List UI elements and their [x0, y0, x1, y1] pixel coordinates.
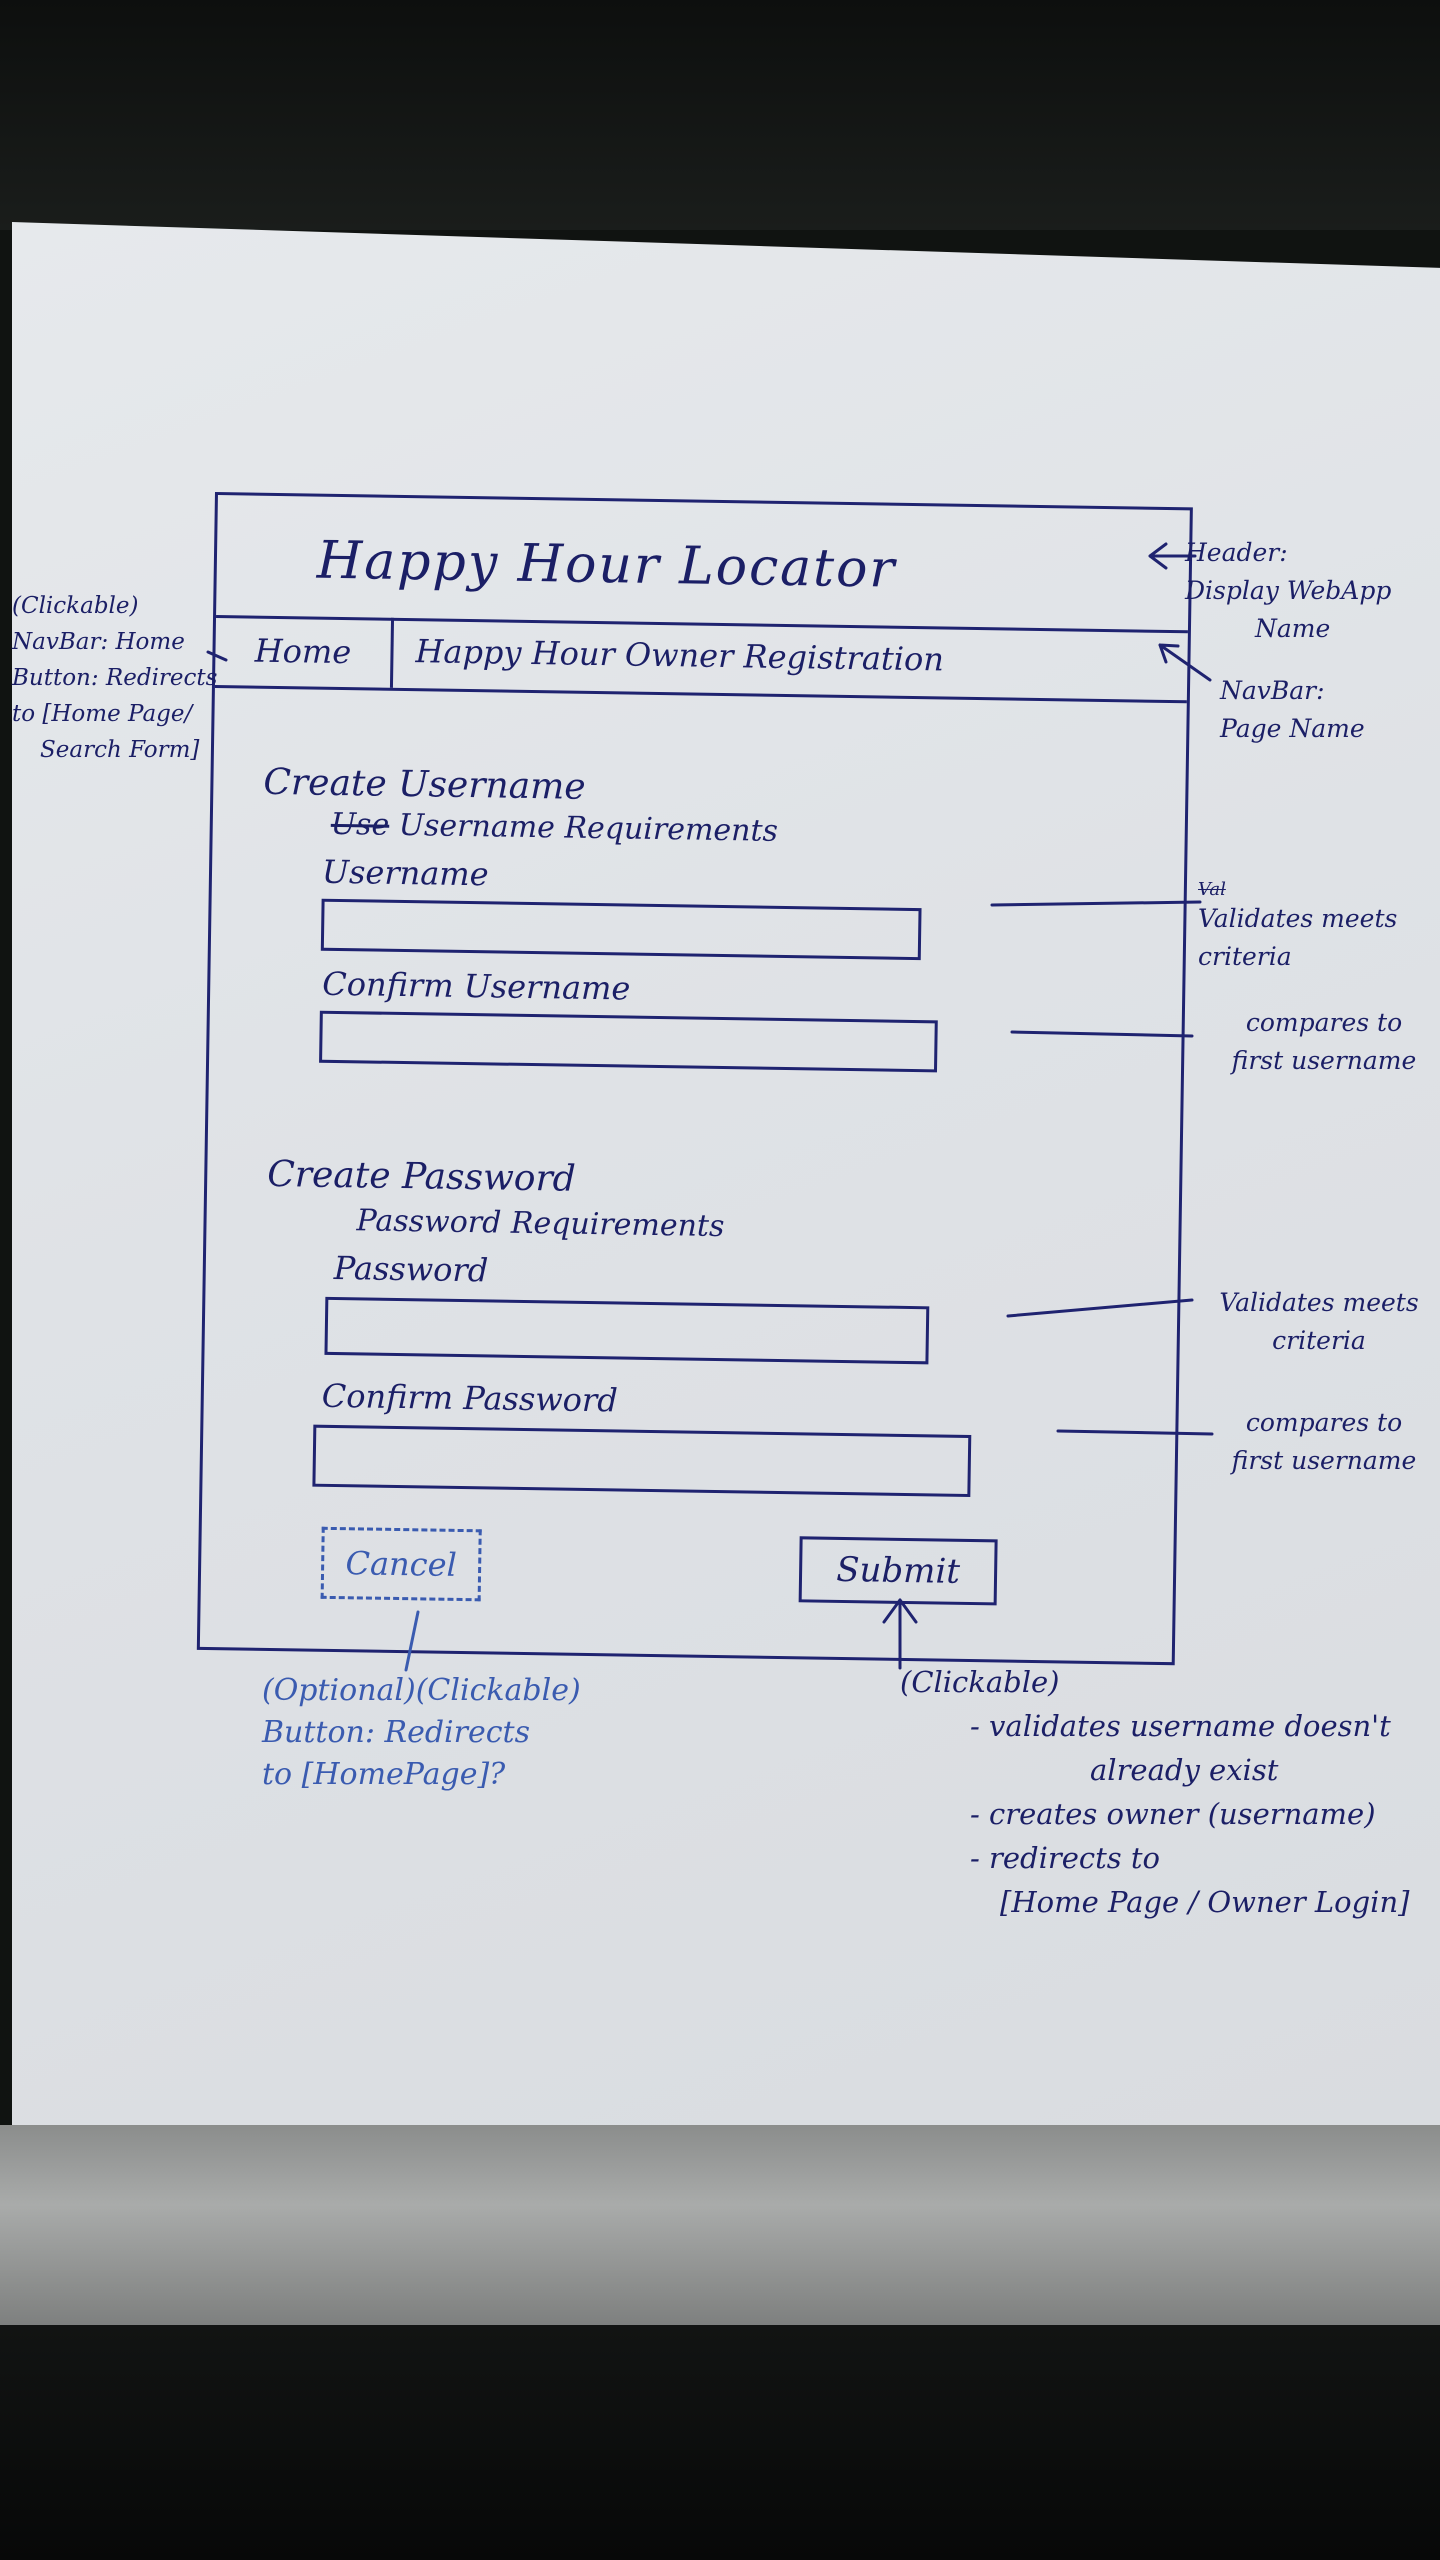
- username-validate-struck: Val: [1198, 879, 1226, 900]
- home-annotation-line: (Clickable): [12, 593, 139, 619]
- username-section-title: Create Username: [263, 761, 586, 808]
- desk-shelf: [0, 2125, 1440, 2325]
- username-input[interactable]: [320, 898, 922, 961]
- password-requirements: Password Requirements: [356, 1203, 725, 1245]
- password-validate-line: Validates meets: [1219, 1288, 1419, 1317]
- cancel-button[interactable]: Cancel: [320, 1526, 482, 1602]
- desk-background-top: [0, 0, 1440, 230]
- username-requirements-text: Username Requirements: [398, 807, 779, 849]
- submit-annotation-line: - validates username doesn't: [970, 1709, 1391, 1743]
- home-annotation-line: to [Home Page/: [12, 701, 193, 727]
- confirm-password-input[interactable]: [312, 1424, 972, 1497]
- username-label: Username: [321, 852, 489, 894]
- submit-annotation-line: [Home Page / Owner Login]: [1000, 1885, 1410, 1919]
- username-validate-line: criteria: [1198, 942, 1292, 971]
- username-compare-line: compares to: [1245, 1008, 1403, 1037]
- navbar-annotation: NavBar: Page Name: [1220, 672, 1430, 748]
- nav-home-button[interactable]: Home: [214, 615, 395, 688]
- header-annotation-line: Display WebApp: [1185, 576, 1392, 605]
- header-annotation-line: Name: [1255, 614, 1331, 643]
- confirm-username-label: Confirm Username: [321, 964, 631, 1008]
- password-validate-annotation: Validates meets criteria: [1204, 1284, 1434, 1360]
- submit-annotation-line: - creates owner (username): [970, 1797, 1376, 1831]
- navbar-annotation-line: NavBar:: [1220, 676, 1325, 705]
- nav-page-name: Happy Hour Owner Registration: [415, 632, 945, 679]
- submit-annotation: (Clickable) - validates username doesn't…: [900, 1660, 1430, 1924]
- username-compare-annotation: compares to first username: [1212, 1004, 1436, 1080]
- header-annotation-line: Header:: [1185, 538, 1288, 567]
- wireframe-frame: Happy Hour Locator Home Happy Hour Owner…: [196, 492, 1193, 1666]
- password-compare-annotation: compares to first username: [1212, 1404, 1436, 1480]
- password-validate-line: criteria: [1272, 1326, 1366, 1355]
- header-annotation: Header: Display WebApp Name: [1185, 534, 1425, 648]
- password-input[interactable]: [324, 1296, 930, 1365]
- navbar: Home Happy Hour Owner Registration: [214, 615, 1188, 704]
- app-title: Happy Hour Locator: [316, 530, 897, 600]
- cancel-annotation-line: to [HomePage]?: [262, 1757, 506, 1792]
- confirm-password-label: Confirm Password: [321, 1376, 619, 1420]
- username-requirements: Use Username Requirements: [331, 807, 779, 849]
- submit-annotation-line: already exist: [1090, 1753, 1279, 1787]
- username-compare-line: first username: [1231, 1046, 1417, 1075]
- home-annotation-line: Search Form]: [40, 737, 200, 763]
- password-compare-line: first username: [1231, 1446, 1417, 1475]
- password-section-title: Create Password: [266, 1153, 577, 1200]
- username-validate-line: Validates meets: [1198, 904, 1398, 933]
- password-compare-line: compares to: [1245, 1408, 1403, 1437]
- home-annotation-line: Button: Redirects: [12, 665, 218, 691]
- paper-sheet: [12, 222, 1440, 2134]
- password-label: Password: [333, 1248, 489, 1290]
- submit-button[interactable]: Submit: [798, 1536, 998, 1606]
- cancel-annotation-line: (Optional)(Clickable): [262, 1673, 581, 1708]
- navbar-annotation-line: Page Name: [1220, 714, 1365, 743]
- desk-background-bottom: [0, 2325, 1440, 2560]
- home-annotation: (Clickable) NavBar: Home Button: Redirec…: [12, 588, 222, 768]
- submit-annotation-line: (Clickable): [900, 1665, 1060, 1699]
- username-validate-annotation: Val Validates meets criteria: [1198, 880, 1434, 976]
- cancel-annotation: (Optional)(Clickable) Button: Redirects …: [262, 1670, 642, 1796]
- header: Happy Hour Locator: [216, 495, 1190, 634]
- cancel-annotation-line: Button: Redirects: [262, 1715, 530, 1750]
- submit-annotation-line: - redirects to: [970, 1841, 1161, 1875]
- confirm-username-input[interactable]: [319, 1010, 938, 1073]
- home-annotation-line: NavBar: Home: [12, 629, 185, 655]
- username-requirements-struck: Use: [330, 806, 390, 843]
